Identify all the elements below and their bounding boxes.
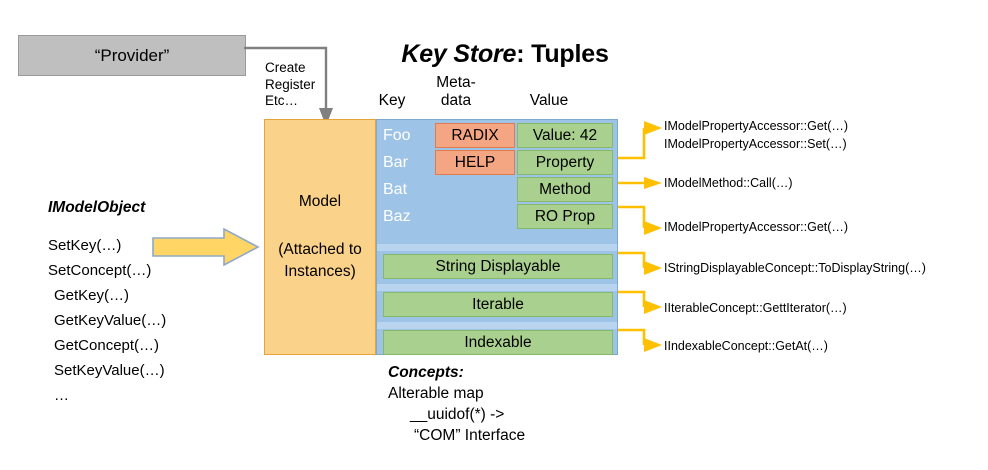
imodelobject-method-3: GetKeyValue(…): [54, 312, 167, 329]
provider-connector-caption: Create Register Etc…: [265, 60, 335, 110]
concept-row-2: Indexable: [383, 330, 613, 355]
callout-ro-prop-accessor-get: IModelPropertyAccessor::Get(…): [664, 220, 849, 234]
tuple-key-1: Bar: [383, 153, 408, 171]
tuple-metadata-1: HELP: [435, 150, 515, 175]
callout-connector-indexable: [618, 328, 662, 352]
tuple-key-0: Foo: [383, 126, 411, 144]
connector-caption-line-1: Create: [265, 60, 306, 75]
page-title-rest: : Tuples: [516, 40, 609, 68]
tuple-value-2: Method: [517, 177, 613, 202]
column-header-key: Key: [378, 92, 406, 109]
tuple-value-3: RO Prop: [517, 204, 613, 229]
column-header-metadata-line-2: data: [440, 92, 472, 109]
provider-label: “Provider”: [94, 45, 170, 65]
separator-band-0: [377, 244, 617, 251]
key-store-panel: Foo Bar Bat Baz RADIX HELP Value: 42 Pro…: [376, 119, 618, 355]
column-header-metadata: Meta- data: [424, 74, 488, 110]
callout-connector-property: [618, 121, 662, 160]
separator-band-1: [377, 284, 617, 291]
callout-connector-method: [618, 177, 662, 189]
page-title-emphasis: Key Store: [401, 40, 517, 68]
imodelobject-method-1: SetConcept(…): [48, 262, 152, 279]
tuple-metadata-0: RADIX: [435, 123, 515, 148]
imodelobject-method-4: GetConcept(…): [54, 337, 160, 354]
tuple-key-3: Baz: [383, 207, 411, 225]
callout-connector-iterable: [618, 290, 662, 314]
callout-property-accessor-get: IModelPropertyAccessor::Get(…): [664, 119, 849, 133]
imodelobject-method-2: GetKey(…): [54, 287, 130, 304]
callout-property-accessor-set: IModelPropertyAccessor::Set(…): [664, 137, 847, 151]
imodelobject-method-6: …: [54, 387, 69, 404]
provider-to-model-connector: [244, 46, 333, 126]
callout-string-displayable: IStringDisplayableConcept::ToDisplayStri…: [664, 261, 926, 275]
connector-caption-line-3: Etc…: [265, 93, 299, 108]
callout-model-method-call: IModelMethod::Call(…): [664, 176, 793, 190]
imodelobject-method-list: SetKey(…) SetConcept(…) GetKey(…) GetKey…: [48, 233, 198, 408]
model-box-subtitle-line-2: Instances): [284, 263, 356, 280]
imodelobject-method-5: SetKeyValue(…): [54, 362, 165, 379]
callout-connector-string-displayable: [618, 251, 662, 275]
concept-row-1: Iterable: [383, 292, 613, 317]
provider-box: “Provider”: [18, 35, 246, 76]
separator-band-2: [377, 322, 617, 329]
imodelobject-method-0: SetKey(…): [48, 237, 122, 254]
column-header-metadata-line-1: Meta-: [436, 74, 476, 91]
callout-indexable: IIndexableConcept::GetAt(…): [664, 339, 828, 353]
tuple-value-1: Property: [517, 150, 613, 175]
callout-connector-ro-prop: [618, 205, 662, 235]
concepts-line-2: __uuidof(*) ->: [410, 406, 505, 423]
concepts-block: Concepts: Alterable map __uuidof(*) -> “…: [388, 362, 648, 446]
tuple-key-2: Bat: [383, 180, 408, 198]
model-box-subtitle-line-1: (Attached to: [278, 241, 362, 258]
concepts-header: Concepts:: [388, 364, 464, 381]
concept-row-0: String Displayable: [383, 254, 613, 279]
concepts-line-3: “COM” Interface: [414, 427, 526, 444]
concepts-line-1: Alterable map: [388, 385, 484, 402]
imodelobject-title: IModelObject: [48, 199, 146, 216]
tuple-value-0: Value: 42: [517, 123, 613, 148]
imodelobject-to-model-arrow: [152, 228, 260, 266]
model-box: Model (Attached to Instances): [264, 119, 376, 355]
page-title: Key Store: Tuples: [355, 40, 655, 69]
model-box-title: Model: [298, 193, 342, 210]
column-header-value: Value: [529, 92, 569, 109]
connector-caption-line-2: Register: [265, 76, 316, 92]
model-box-subtitle: (Attached to Instances): [278, 239, 362, 283]
callout-iterable: IIterableConcept::GettIterator(…): [664, 301, 847, 315]
